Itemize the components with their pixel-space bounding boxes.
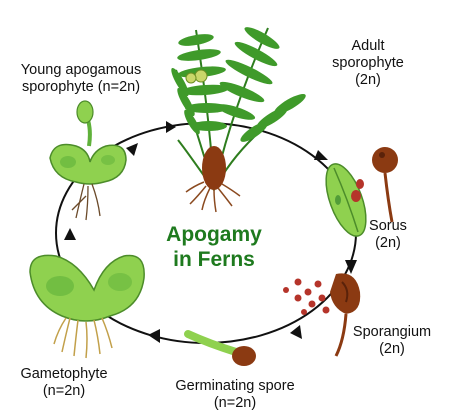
label-gametophyte: Gametophyte (n=2n)	[8, 366, 120, 400]
arrow-sporangium-to-germinating	[290, 325, 302, 339]
label-sorus: Sorus (2n)	[358, 218, 418, 252]
diagram-title: Apogamy in Ferns	[158, 222, 270, 272]
label-young-apogamous-sporophyte-line2: sporophyte (n=2n)	[21, 79, 141, 95]
arrow-germinating-to-gametophyte	[148, 329, 160, 343]
label-sporangium: Sporangium (2n)	[342, 324, 442, 358]
label-young-apogamous-sporophyte-line1: Young apogamous	[20, 62, 142, 78]
gametophyte-icon	[29, 254, 145, 359]
label-adult-sporophyte-line1: Adult	[351, 38, 385, 54]
label-adult-sporophyte: Adult sporophyte (2n)	[318, 38, 418, 89]
germinating-spore-icon	[184, 330, 256, 366]
label-gametophyte-line2: (n=2n)	[42, 383, 86, 399]
arrow-adult-to-sorus	[314, 150, 328, 160]
arrow-sorus-to-sporangium	[345, 260, 357, 274]
sorus-leaf-icon	[325, 147, 398, 237]
label-sorus-line1: Sorus	[369, 218, 407, 234]
label-germinating-spore-line2: (n=2n)	[213, 395, 257, 411]
label-sporangium-line1: Sporangium	[352, 324, 432, 340]
label-sporangium-line2: (2n)	[379, 341, 405, 357]
label-adult-sporophyte-line2: sporophyte	[332, 55, 404, 71]
sporangium-icon	[283, 273, 361, 357]
diagram-title-line2: in Ferns	[173, 248, 255, 271]
young-apogamous-sporophyte-icon	[49, 100, 127, 221]
arrow-gametophyte-to-young	[64, 228, 76, 240]
label-gametophyte-line1: Gametophyte	[20, 366, 108, 382]
arrow-top-center	[166, 121, 176, 133]
adult-sporophyte-fern-icon	[171, 27, 306, 213]
label-germinating-spore-line1: Germinating spore	[175, 378, 295, 394]
label-germinating-spore: Germinating spore (n=2n)	[160, 378, 310, 412]
label-adult-sporophyte-line3: (2n)	[355, 72, 381, 88]
label-sorus-line2: (2n)	[375, 235, 401, 251]
arrow-young-to-adult	[126, 143, 138, 156]
diagram-title-line1: Apogamy	[166, 223, 262, 246]
label-young-apogamous-sporophyte: Young apogamous sporophyte (n=2n)	[2, 62, 160, 96]
cycle-arrows	[64, 121, 357, 343]
